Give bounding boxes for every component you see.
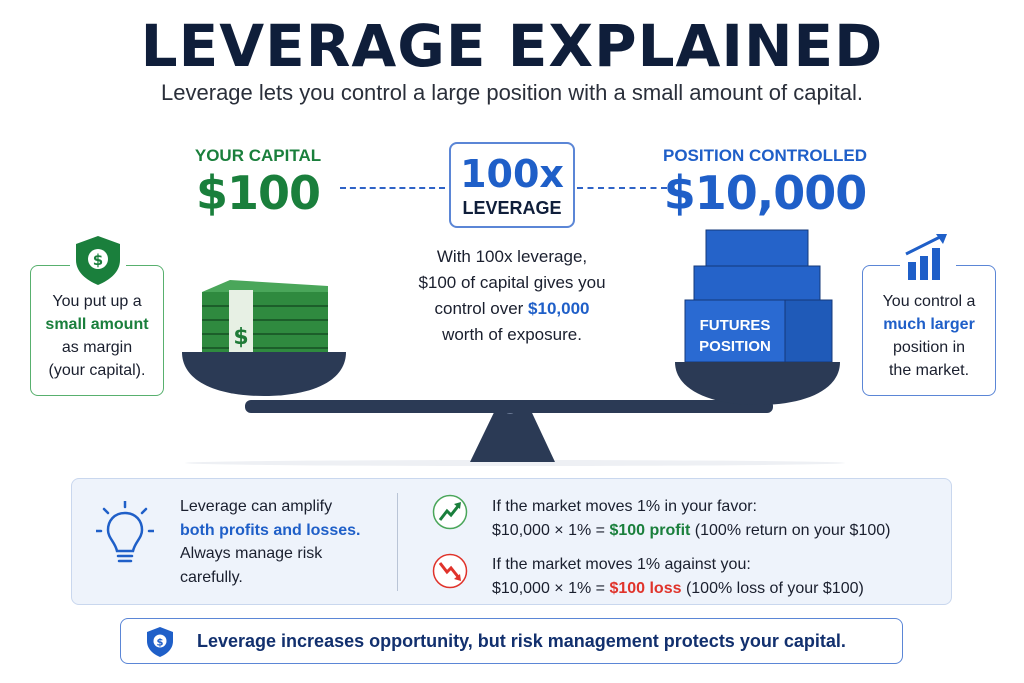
calc-text: $10,000 × 1% = <box>492 521 610 539</box>
loss-result: $100 loss <box>609 579 682 597</box>
footer-banner: $ Leverage increases opportunity, but ri… <box>120 618 903 664</box>
balance-scale-illustration: $ FUTURES POSITION <box>182 229 845 466</box>
trend-down-icon <box>432 553 468 589</box>
note-highlight: small amount <box>45 316 149 333</box>
gain-title: If the market moves 1% in your favor: <box>492 498 757 515</box>
right-scale-pan <box>675 362 840 405</box>
desc-line: With 100x leverage, <box>436 247 588 266</box>
gain-calc: $10,000 × 1% = $100 profit (100% return … <box>492 519 890 543</box>
desc-text: control over <box>434 299 529 318</box>
loss-title: If the market moves 1% against you: <box>492 556 751 573</box>
position-label: POSITION CONTROLLED <box>663 146 867 165</box>
calc-note: (100% loss of your $100) <box>681 579 864 597</box>
desc-line: worth of exposure. <box>442 325 582 344</box>
desc-line: control over $10,000 <box>380 296 644 322</box>
risk-tip: Leverage can amplify both profits and lo… <box>180 495 360 589</box>
capital-note-box: You put up a small amount as margin (you… <box>30 265 164 396</box>
loss-calc: $10,000 × 1% = $100 loss (100% loss of y… <box>492 577 864 601</box>
left-scale-pan <box>182 352 346 396</box>
footer-text: Leverage increases opportunity, but risk… <box>197 631 846 651</box>
svg-text:$: $ <box>233 325 248 350</box>
leverage-box: 100x LEVERAGE <box>449 142 575 228</box>
position-note-box: You control a much larger position in th… <box>862 265 996 396</box>
fulcrum <box>470 400 555 462</box>
connector-line <box>577 187 667 189</box>
gain-scenario: If the market moves 1% in your favor: $1… <box>492 495 890 542</box>
note-line: the market. <box>888 362 970 379</box>
scale-beam <box>245 400 773 413</box>
leverage-description: With 100x leverage, $100 of capital give… <box>380 244 644 348</box>
desc-line: $100 of capital gives you <box>418 273 606 292</box>
page-title: LEVERAGE EXPLAINED <box>140 12 884 80</box>
note-line: position in <box>892 339 966 356</box>
note-line: You control a <box>882 293 976 310</box>
page-subtitle: Leverage lets you control a large positi… <box>161 80 863 105</box>
futures-position-blocks <box>684 229 833 363</box>
tip-line: Leverage can amplify <box>180 498 333 515</box>
note-line: (your capital). <box>48 362 146 379</box>
svg-text:$: $ <box>157 638 164 649</box>
tip-highlight: both profits and losses. <box>180 521 361 539</box>
panel-divider <box>397 493 398 591</box>
block-label: FUTURES <box>700 317 771 334</box>
note-highlight: much larger <box>883 316 975 333</box>
leverage-value: 100x <box>460 152 564 196</box>
tip-line: carefully. <box>180 568 243 586</box>
capital-value: $100 <box>195 166 321 220</box>
shield-dollar-icon: $ <box>70 236 126 285</box>
note-line: You put up a <box>52 293 142 310</box>
trend-up-icon <box>432 494 468 530</box>
loss-scenario: If the market moves 1% against you: $10,… <box>492 553 864 600</box>
cash-stack-icon: $ <box>202 280 328 354</box>
lightbulb-icon <box>96 501 154 563</box>
capital-label: YOUR CAPITAL <box>194 146 322 165</box>
leverage-label: LEVERAGE <box>462 198 562 218</box>
gain-result: $100 profit <box>609 521 691 539</box>
svg-text:$: $ <box>93 251 103 269</box>
connector-line <box>340 187 445 189</box>
tip-line: Always manage risk <box>180 545 323 562</box>
block-label: POSITION <box>699 338 771 355</box>
shield-dollar-icon: $ <box>147 627 173 657</box>
desc-highlight: $10,000 <box>528 299 590 318</box>
calc-text: $10,000 × 1% = <box>492 579 610 597</box>
position-value: $10,000 <box>663 166 868 220</box>
risk-info-panel: Leverage can amplify both profits and lo… <box>71 478 952 605</box>
calc-note: (100% return on your $100) <box>690 521 891 539</box>
growth-chart-icon <box>900 234 956 280</box>
note-line: as margin <box>61 339 133 356</box>
